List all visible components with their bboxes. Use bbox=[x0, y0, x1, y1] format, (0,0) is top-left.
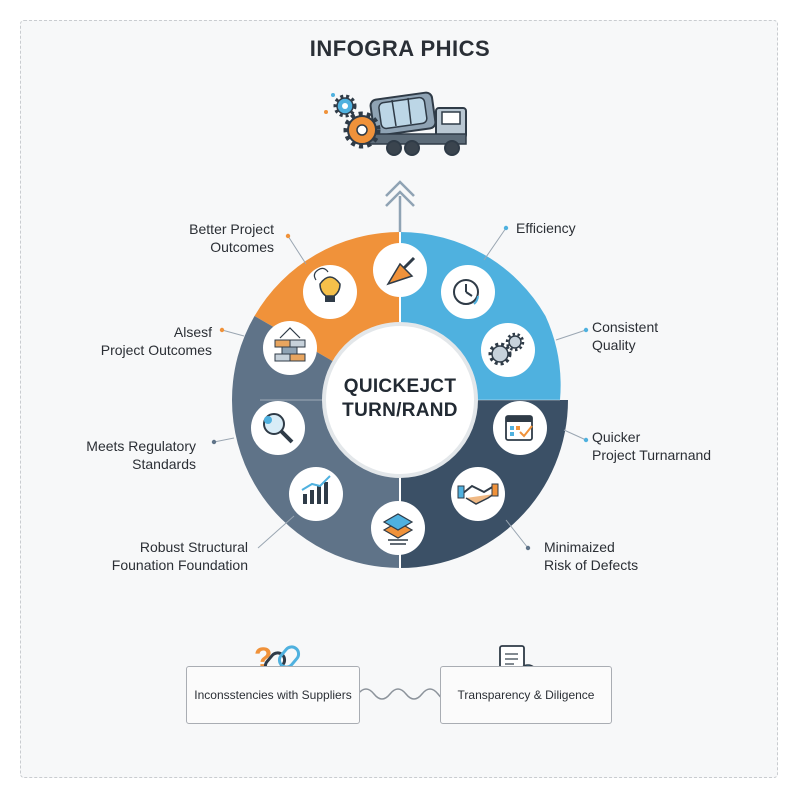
box-label: Inconsstencies with Suppliers bbox=[194, 688, 352, 702]
up-arrow-icon bbox=[385, 180, 415, 232]
segment-slate bbox=[231, 316, 400, 568]
layers-icon bbox=[371, 501, 425, 555]
label-better-project-outcomes: Better Project Outcomes bbox=[189, 221, 274, 255]
connector-dots bbox=[211, 225, 589, 551]
center-circle bbox=[322, 322, 478, 478]
truck-icon bbox=[365, 91, 467, 156]
gears-icon bbox=[324, 93, 381, 149]
lightbulb-icon bbox=[303, 265, 357, 319]
box-inconsistencies-suppliers: Inconsstencies with Suppliers bbox=[186, 666, 360, 724]
label-meets-regulatory-standards: Meets Regulatory Standards bbox=[86, 438, 196, 472]
magnifier-icon bbox=[251, 401, 305, 455]
wave-connector bbox=[357, 688, 445, 700]
center-title: QUICKEJCT TURN/RAND bbox=[342, 376, 458, 421]
page-title: INFOGRA PHICS bbox=[309, 36, 491, 61]
handshake-icon bbox=[451, 467, 505, 521]
clock-icon bbox=[441, 265, 495, 319]
label-connectors bbox=[213, 227, 587, 549]
box-label: Transparency & Diligence bbox=[457, 688, 595, 702]
label-consistent-quality: Consistent Quality bbox=[592, 319, 659, 353]
label-minimized-risk: Minimaized Risk of Defects bbox=[544, 539, 639, 573]
calendar-icon bbox=[493, 401, 547, 455]
chart-icon bbox=[289, 467, 343, 521]
trowel-icon bbox=[373, 243, 427, 297]
gears-icon-small bbox=[481, 323, 535, 377]
label-alsesf-project-outcomes: Alsesf Project Outcomes bbox=[100, 324, 212, 358]
label-efficiency: Efficiency bbox=[516, 220, 576, 236]
box-transparency-diligence: Transparency & Diligence bbox=[440, 666, 612, 724]
label-quicker-turnaround: Quicker Project Turnarnand bbox=[592, 429, 712, 463]
label-robust-structural: Robust Structural Founation Foundation bbox=[111, 539, 248, 573]
bricks-icon bbox=[263, 321, 317, 375]
